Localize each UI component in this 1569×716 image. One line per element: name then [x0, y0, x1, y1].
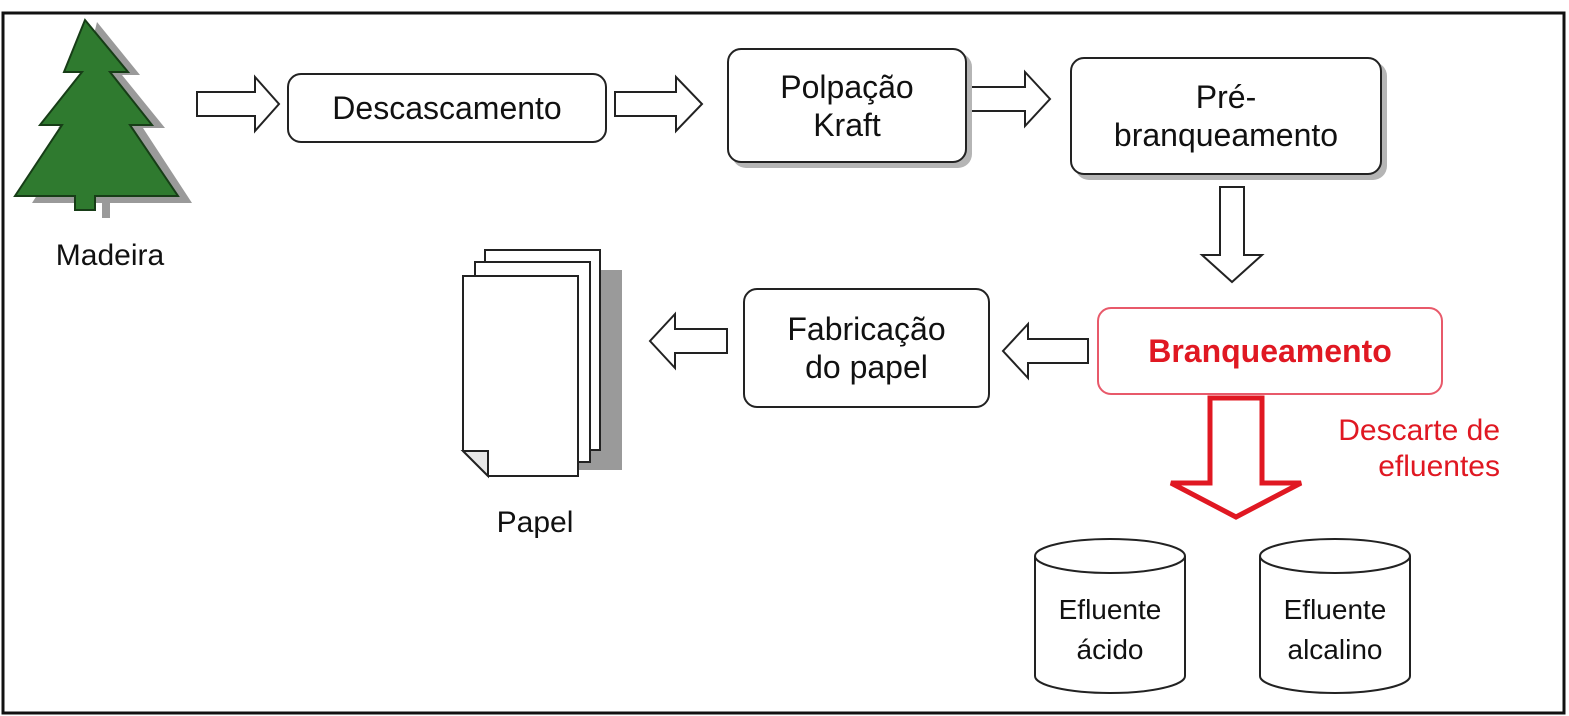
step-prebranqueamento: Pré- branqueamento: [1070, 57, 1382, 175]
arrow-branqueamento-to-fabricacao: [1001, 321, 1089, 381]
effluent-alkaline-cylinder: [1259, 538, 1411, 694]
arrow-descascamento-to-polpacao: [614, 74, 704, 134]
effluent-acid-cylinder: [1034, 538, 1186, 694]
effluent-acid-label: Efluente ácido: [1058, 594, 1162, 665]
step-polpacao-kraft: Polpação Kraft: [727, 48, 967, 163]
arrow-fabricacao-to-papel: [648, 311, 728, 371]
arrow-prebranqueamento-to-branqueamento: [1199, 186, 1265, 284]
madeira-label: Madeira: [55, 239, 165, 272]
step-descascamento-label: Descascamento: [332, 90, 562, 126]
step-fabricacao-papel-label: Fabricação do papel: [787, 311, 946, 385]
papel-label: Papel: [496, 506, 574, 539]
step-descascamento: Descascamento: [287, 73, 607, 143]
step-branqueamento: Branqueamento: [1097, 307, 1443, 395]
step-prebranqueamento-label: Pré- branqueamento: [1113, 79, 1339, 153]
step-branqueamento-label: Branqueamento: [1148, 333, 1392, 369]
effluent-alkaline-label: Efluente alcalino: [1283, 594, 1387, 665]
step-fabricacao-papel: Fabricação do papel: [743, 288, 990, 408]
arrow-polpacao-to-prebranqueamento: [962, 69, 1052, 129]
discharge-label: Descarte de efluentes: [1338, 414, 1500, 483]
step-polpacao-kraft-label: Polpação Kraft: [780, 68, 914, 143]
tree-icon: [13, 18, 192, 218]
arrow-madeira-to-descascamento: [196, 74, 281, 134]
discharge-arrow: [1169, 395, 1303, 520]
diagram-border: [1, 11, 1566, 715]
paper-stack-icon: [460, 249, 622, 479]
